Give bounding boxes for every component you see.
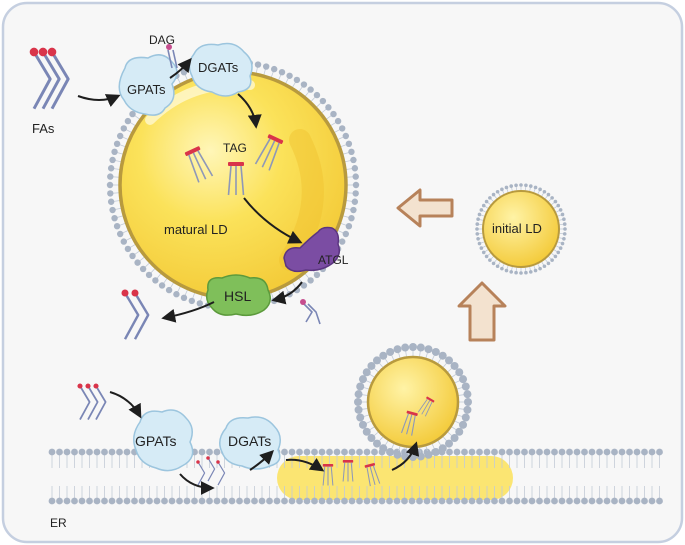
dgats-enzyme-top [188,42,253,97]
bud-tag-molecules [400,396,435,436]
arrow-er-to-dgats [249,450,274,471]
label-dgats-top: DGATs [198,60,239,75]
label-initial-ld: initial LD [492,221,542,236]
big-arrow-to-initial [457,281,507,342]
initial-lipid-droplet [475,183,567,275]
dag-molecule [166,44,178,69]
label-hsl: HSL [224,288,251,304]
arrow-gpats-to-dgats [169,57,192,79]
arrow-hsl-to-fas [161,301,215,323]
arrow-dgats-to-tag [237,93,262,129]
arrow-atgl-to-hsl [271,281,303,305]
arrow-er-dgats-to-tag [285,457,325,472]
er-membrane [48,448,663,505]
fatty-acids-er [77,383,226,486]
big-arrow-to-mature [396,188,454,228]
label-gpats-top: GPATs [127,82,166,97]
label-atgl: ATGL [318,253,349,267]
dag-released [300,299,321,325]
label-matural-ld: matural LD [164,222,228,237]
label-tag: TAG [223,141,247,155]
arrow-er-fas-to-gpats [109,391,142,419]
arrow-fas-to-gpats [77,94,121,107]
ld-shadow [279,129,324,271]
fatty-acids-top [29,47,70,110]
label-gpats-er: GPATs [135,433,177,449]
label-fas: FAs [32,121,55,136]
fatty-acids-released [121,289,150,340]
label-dgats-er: DGATs [228,433,271,449]
er-tag-molecules [322,460,381,487]
atgl-enzyme [283,226,341,273]
hsl-enzyme [205,274,271,317]
gpats-enzyme-er [133,409,194,472]
arrow-er-to-bud [391,441,420,471]
gpats-enzyme-top [118,54,178,116]
tag-molecules [184,134,284,196]
arrow-tag-to-atgl [243,197,303,244]
label-dag: DAG [149,33,175,47]
label-er: ER [50,516,67,530]
arrow-er-gpats-out [179,473,215,495]
